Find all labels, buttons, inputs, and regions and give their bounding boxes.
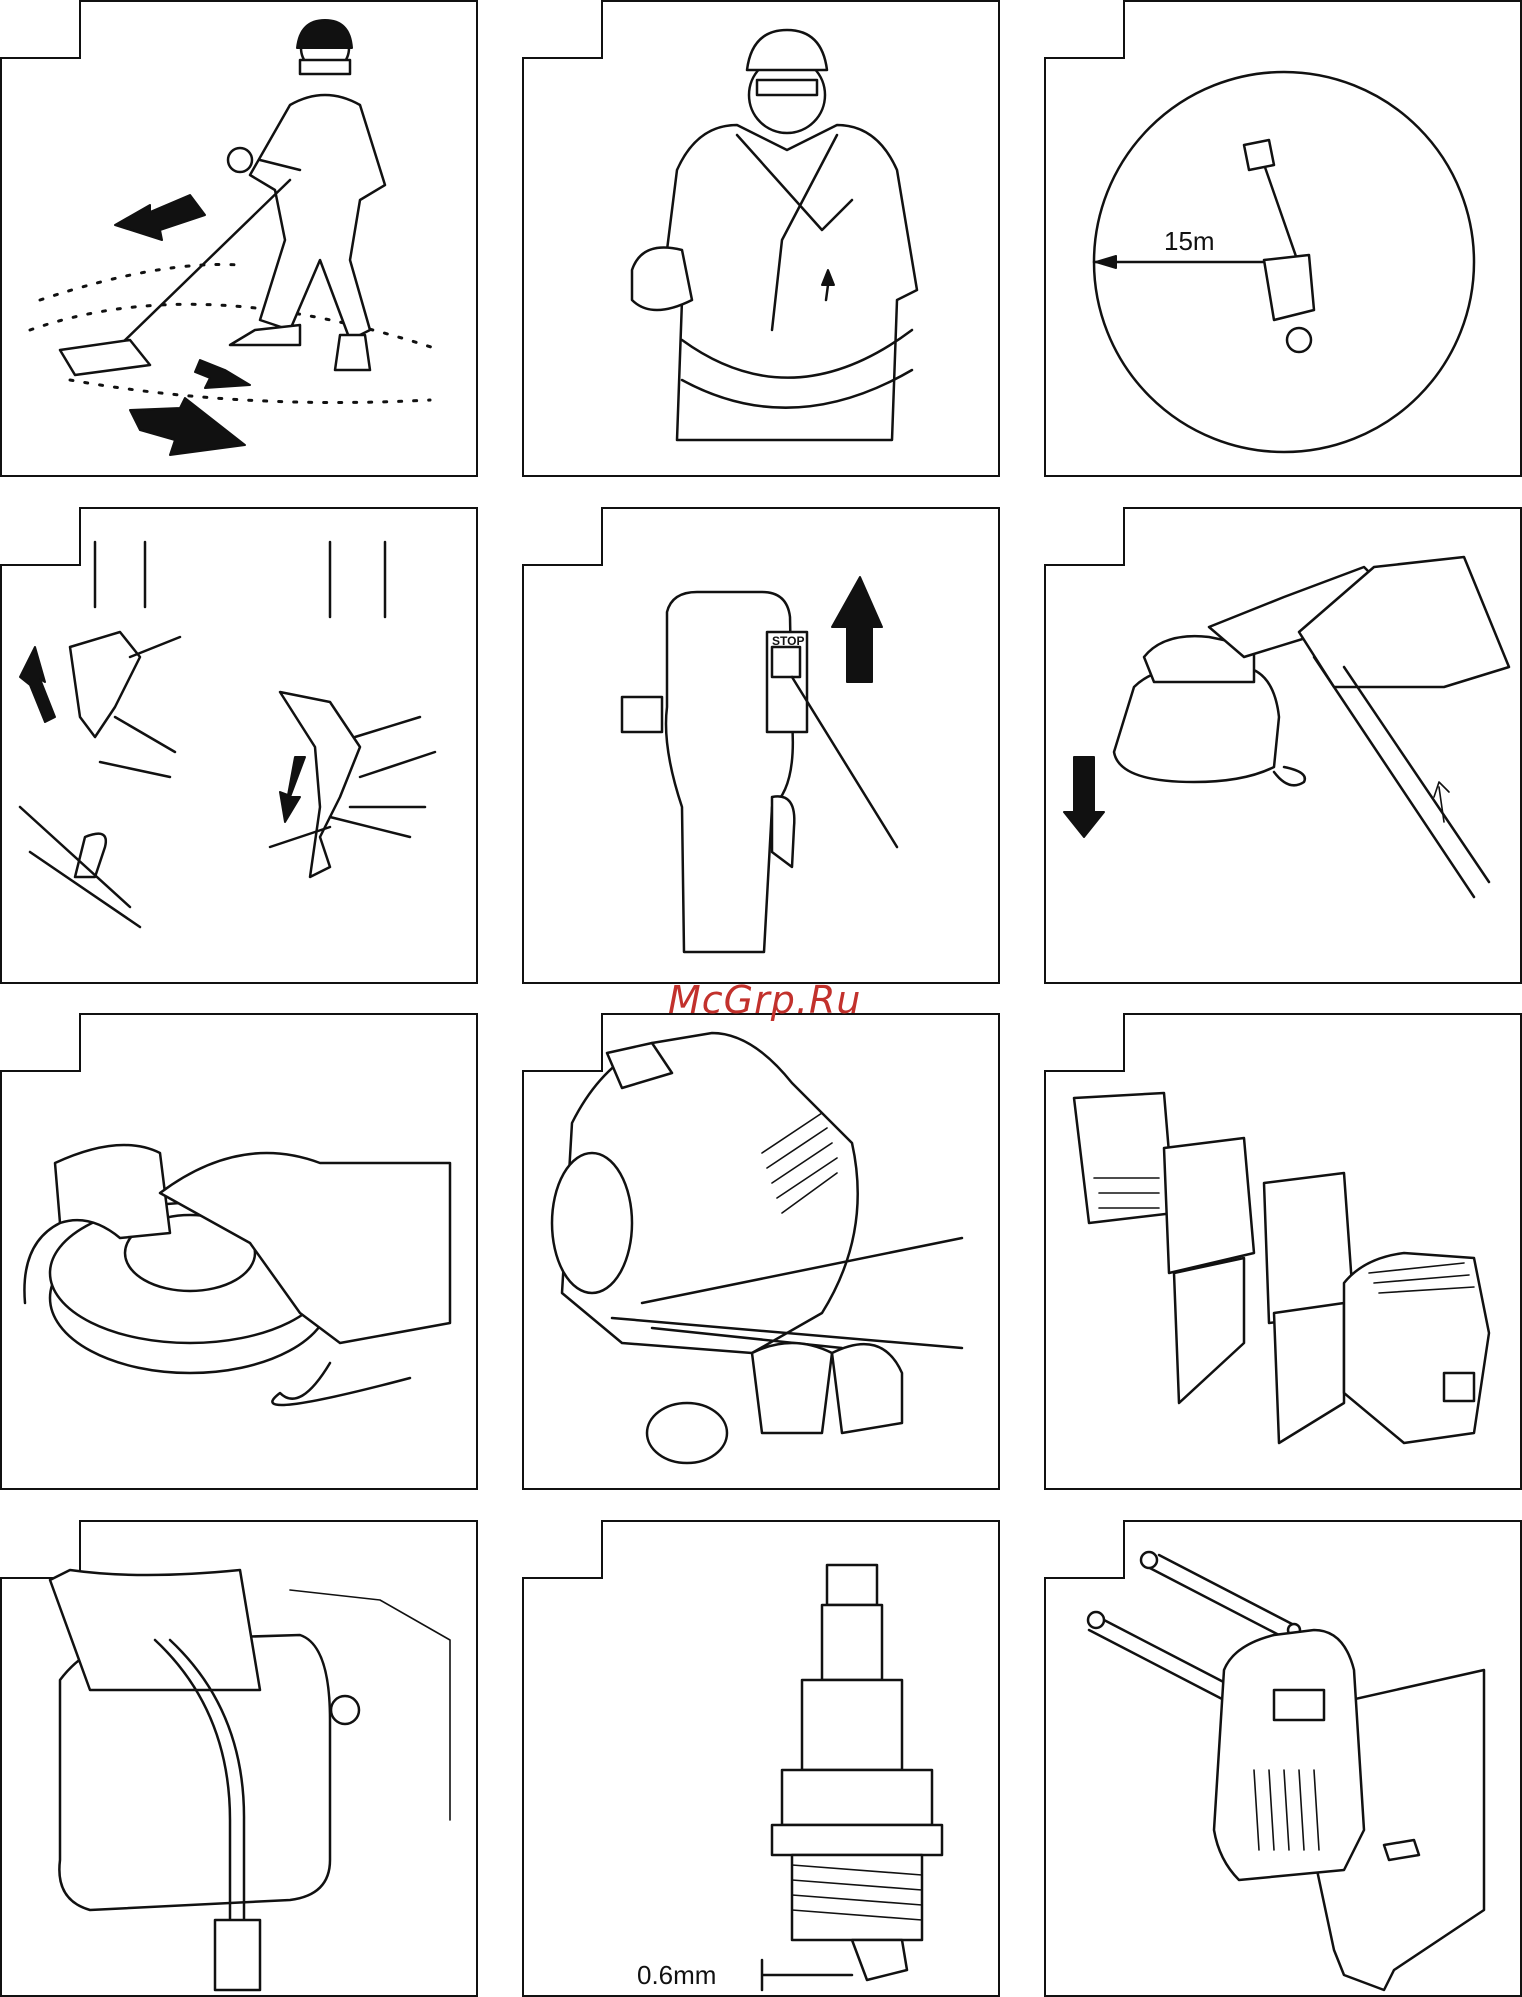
distance-label: 15m [1164,226,1215,256]
watermark-text: McGrp.Ru [668,978,861,1022]
panel-stop-switch: STOP [522,507,1000,984]
panel-safety-distance: 15m [1044,0,1522,477]
panel-carburetor-adjust [522,1013,1000,1490]
panel-nylon-head-tap [0,1013,478,1490]
panel-muffler-screen [1044,1520,1522,1997]
panel-spark-plug-gap: 0.6mm [522,1520,1000,1997]
gap-label: 0.6mm [637,1960,716,1990]
panel-harness-hook [0,507,478,984]
panel-operator-mowing [0,0,478,477]
panel-air-filter [1044,1013,1522,1490]
panel-fuel-filter [0,1520,478,1997]
stop-label: STOP [772,634,804,648]
panel-operator-harness [522,0,1000,477]
panel-cutter-head-removal [1044,507,1522,984]
